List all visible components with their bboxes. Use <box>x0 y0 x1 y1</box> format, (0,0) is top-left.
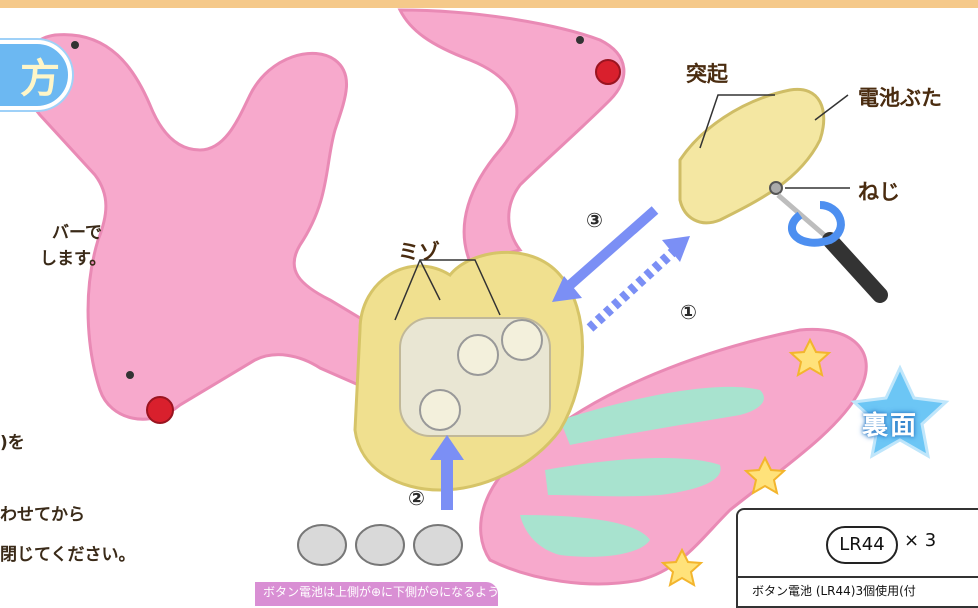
screw-dot <box>576 36 584 44</box>
bottom-note: ボタン電池は上側が⊕に下側が⊖になるようにセットします <box>263 585 498 599</box>
screw-dot <box>126 371 134 379</box>
step-2-marker: ② <box>408 486 425 510</box>
arrow-step3 <box>570 210 655 285</box>
battery-cell <box>502 320 542 360</box>
battery-note: ボタン電池 (LR44)3個使用(付 <box>752 582 916 599</box>
battery-cell <box>458 335 498 375</box>
instruction-line: わせてから <box>0 500 85 525</box>
label-tokki: 突起 <box>686 58 728 88</box>
divider <box>738 576 978 578</box>
bottom-note-bar: ボタン電池は上側が⊕に下側が⊖になるようにセットします <box>255 582 498 606</box>
instruction-line: します。 <box>40 244 106 269</box>
label-denchi-futa: 電池ぶた <box>858 82 942 112</box>
battery-cover <box>680 89 824 222</box>
coin-battery <box>356 525 404 565</box>
instruction-line: バーで <box>52 218 102 243</box>
screwdriver-handle <box>830 240 880 295</box>
battery-cell <box>420 390 460 430</box>
red-gem-left <box>147 397 173 423</box>
instruction-line: )を <box>0 428 25 453</box>
battery-info-box: LR44 × 3 ボタン電池 (LR44)3個使用(付 <box>736 508 978 608</box>
section-title: 方 <box>20 56 60 102</box>
coin-battery <box>414 525 462 565</box>
label-neji: ねじ <box>858 176 900 206</box>
instruction-line: 閉じてください。 <box>0 540 136 565</box>
battery-model: LR44 <box>826 526 898 564</box>
label-mizo: ミゾ <box>398 236 440 266</box>
section-title-pill: 方 <box>0 40 72 110</box>
battery-count: × 3 <box>904 530 936 551</box>
back-side-badge: 裏面 <box>862 405 918 442</box>
screw-dot <box>71 41 79 49</box>
red-gem-top <box>596 60 620 84</box>
step-3-marker: ③ <box>586 208 603 232</box>
coin-battery <box>298 525 346 565</box>
cover-screw <box>770 182 782 194</box>
step-1-marker: ① <box>680 300 697 324</box>
